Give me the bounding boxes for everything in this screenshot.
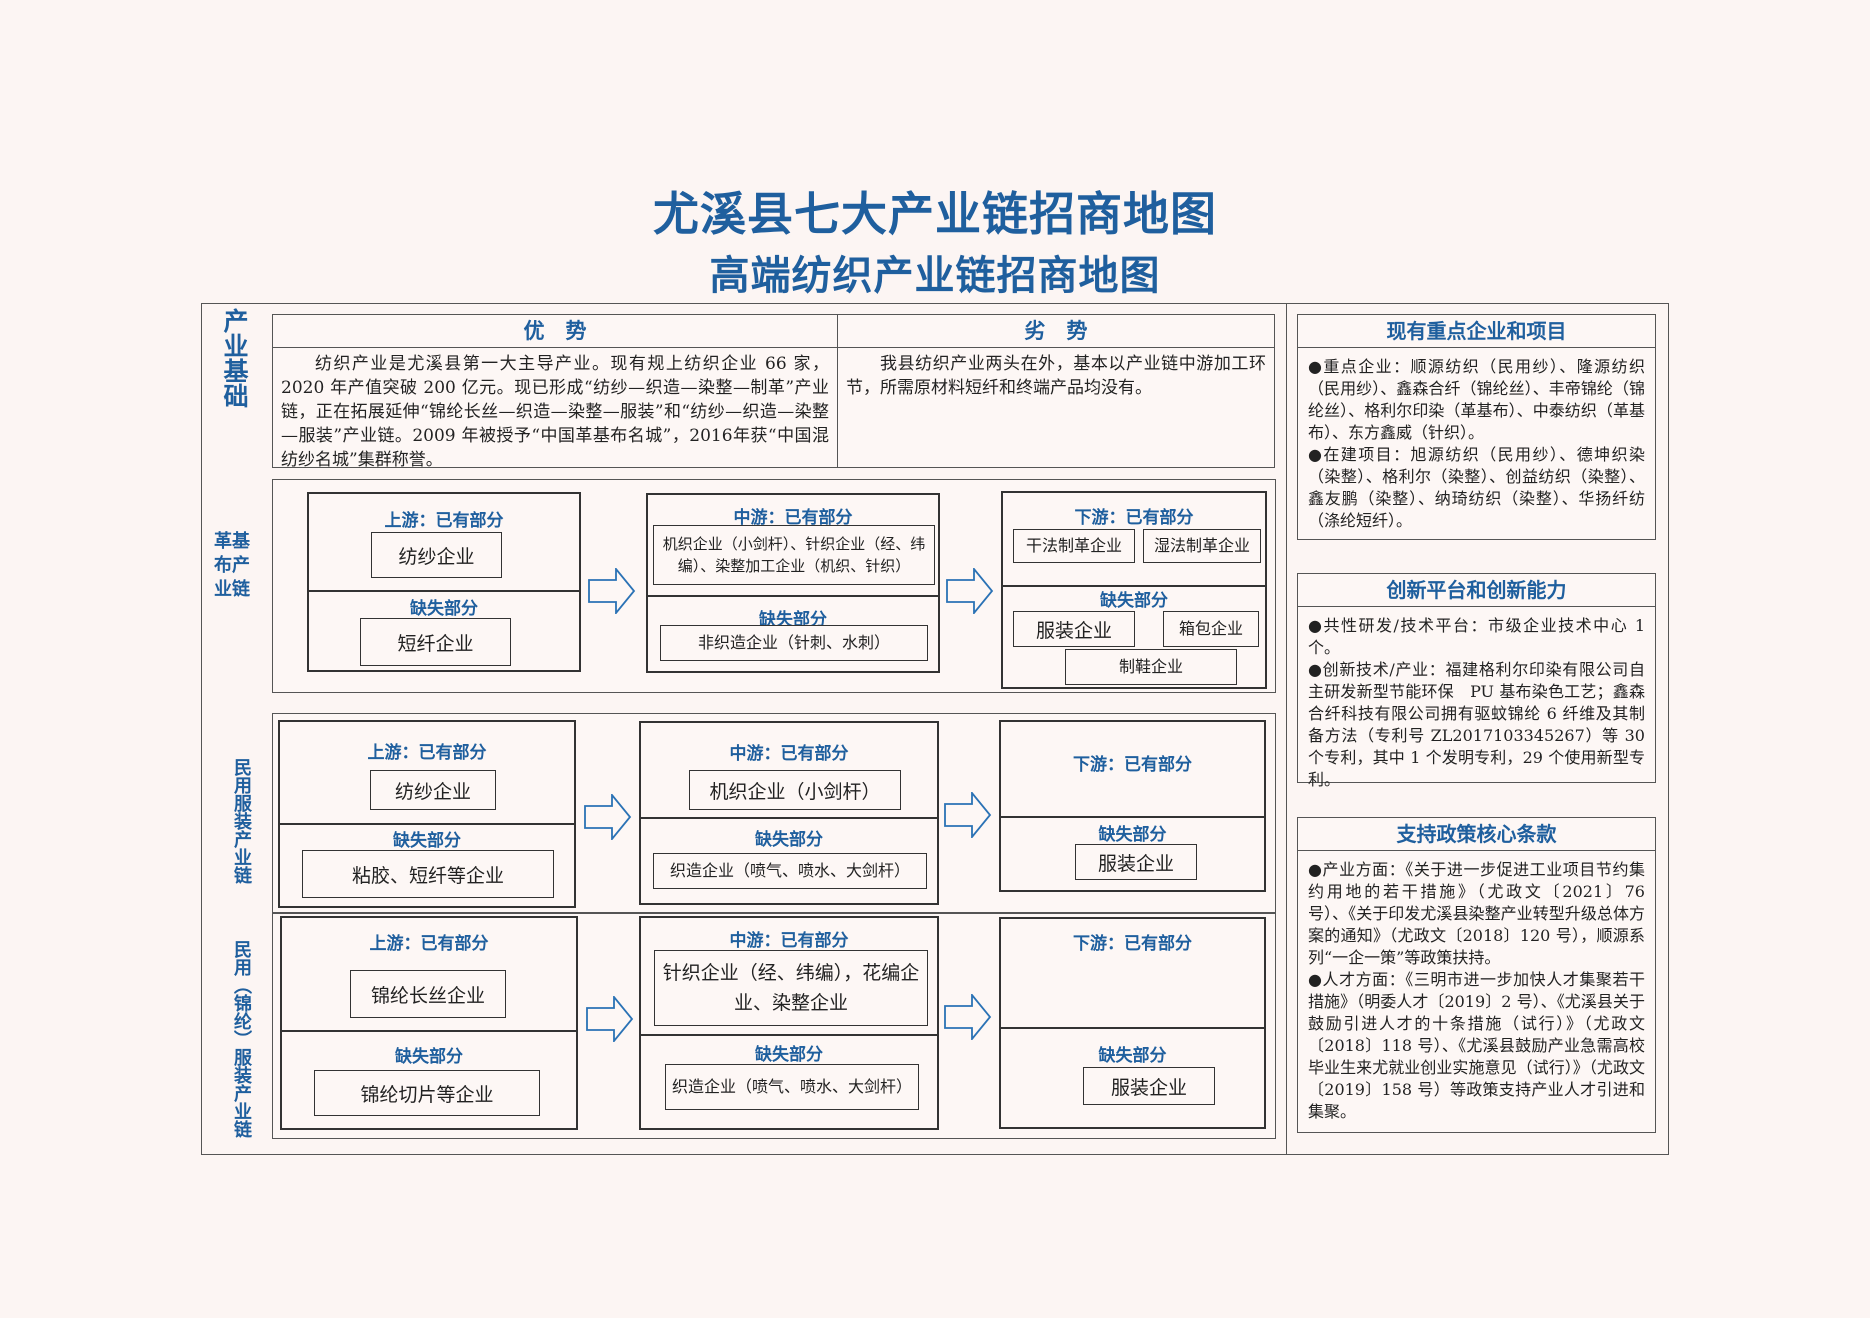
chain-label-1: 革基布产业链 xyxy=(214,531,250,600)
enterprises-header: 现有重点企业和项目 xyxy=(1298,315,1655,348)
chain1-upstream-have-label: 上游：已有部分 xyxy=(384,511,504,531)
chain3-upstream-missing-label: 缺失部分 xyxy=(395,1047,463,1067)
innovation-item-1: ●共性研发/技术平台：市级企业技术中心 1 个。 xyxy=(1308,616,1645,657)
innovation-header: 创新平台和创新能力 xyxy=(1298,574,1655,607)
chain2-midstream-missing-1: 织造企业（喷气、喷水、大剑杆） xyxy=(653,853,927,889)
chain-label-2: 民用服装产业链 xyxy=(231,758,252,884)
chain1-downstream-missing-2: 箱包企业 xyxy=(1163,611,1259,647)
advantage-text: 纺织产业是尤溪县第一大主导产业。现有规上纺织企业 66 家，2020 年产值突破… xyxy=(281,354,829,470)
chain3-upstream-have-label: 上游：已有部分 xyxy=(369,934,489,954)
chain3-midstream-have-1: 针织企业（经、纬编），花编企业、染整企业 xyxy=(654,950,928,1026)
chain1-downstream-divider xyxy=(1003,585,1265,587)
chain3-midstream-have-label: 中游：已有部分 xyxy=(729,931,849,951)
chain1-downstream-missing-1: 服装企业 xyxy=(1013,611,1135,647)
chain3-downstream-missing-label: 缺失部分 xyxy=(1098,1046,1167,1066)
chain2-upstream-have-label: 上游：已有部分 xyxy=(367,743,487,763)
chain2-upstream: 上游：已有部分 纺纱企业 缺失部分 粘胶、短纤等企业 xyxy=(278,720,576,908)
chain2-upstream-missing-label: 缺失部分 xyxy=(393,831,461,851)
chain2-upstream-missing-1: 粘胶、短纤等企业 xyxy=(302,850,554,898)
disadvantage-text: 我县纺织产业两头在外，基本以产业链中游加工环节，所需原材料短纤和终端产品均没有。 xyxy=(846,354,1266,398)
chain1-downstream: 下游：已有部分 干法制革企业 湿法制革企业 缺失部分 服装企业 箱包企业 制鞋企… xyxy=(1001,491,1267,689)
chain3-upstream-divider xyxy=(282,1030,576,1032)
chain1-upstream-have-1: 纺纱企业 xyxy=(371,532,502,578)
chain1-midstream-have-label: 中游：已有部分 xyxy=(733,508,853,528)
chain1-upstream-divider xyxy=(309,590,579,592)
chain2-upstream-have-1: 纺纱企业 xyxy=(370,770,496,810)
chain1-downstream-have-2: 湿法制革企业 xyxy=(1143,529,1261,563)
chain1-midstream: 中游：已有部分 机织企业（小剑杆）、针织企业（经、纬编）、染整加工企业（机织、针… xyxy=(646,493,940,673)
chain1-arrow-1 xyxy=(588,568,636,614)
innovation-item-2: ●创新技术/产业：福建格利尔印染有限公司自主研发新型节能环保 PU 基布染色工艺… xyxy=(1308,660,1645,789)
chain3-downstream: 下游：已有部分 缺失部分 服装企业 xyxy=(999,917,1266,1129)
chain2-downstream-divider xyxy=(1001,816,1264,818)
enterprises-panel: 现有重点企业和项目 ●重点企业：顺源纺织（民用纱）、隆源纺织（民用纱）、鑫森合纤… xyxy=(1297,314,1656,540)
chain1-upstream-missing-1: 短纤企业 xyxy=(360,618,511,666)
chain3-midstream-missing-label: 缺失部分 xyxy=(755,1045,823,1065)
page-title: 尤溪县七大产业链招商地图 xyxy=(653,187,1217,241)
chain1-upstream-missing-label: 缺失部分 xyxy=(410,599,478,619)
innovation-panel: 创新平台和创新能力 ●共性研发/技术平台：市级企业技术中心 1 个。 ●创新技术… xyxy=(1297,573,1656,789)
chain1-downstream-missing-label: 缺失部分 xyxy=(1100,591,1168,611)
chain1-midstream-divider xyxy=(648,595,938,597)
chain2-midstream: 中游：已有部分 机织企业（小剑杆） 缺失部分 织造企业（喷气、喷水、大剑杆） xyxy=(639,721,939,905)
chain2-midstream-have-1: 机织企业（小剑杆） xyxy=(689,770,901,810)
chain2-upstream-divider xyxy=(280,823,574,825)
chain2-downstream-missing-label: 缺失部分 xyxy=(1098,825,1167,845)
chain1-arrow-2 xyxy=(946,568,994,614)
industry-base-label: 产业基础 xyxy=(220,308,249,408)
chain1-downstream-missing-3: 制鞋企业 xyxy=(1065,649,1237,685)
advantage-header: 优 势 xyxy=(273,315,837,348)
chain2-midstream-have-label: 中游：已有部分 xyxy=(729,744,849,764)
chain-label-3: 民用（锦纶）服装产业链 xyxy=(231,940,252,1138)
chain2-midstream-missing-label: 缺失部分 xyxy=(755,830,823,850)
chain3-midstream-missing-1: 织造企业（喷气、喷水、大剑杆） xyxy=(665,1064,919,1110)
chain2-arrow-2 xyxy=(944,792,992,838)
chain3-downstream-divider xyxy=(1001,1027,1264,1029)
chain1-downstream-have-label: 下游：已有部分 xyxy=(1074,508,1194,528)
policy-panel: 支持政策核心条款 ●产业方面：《关于进一步促进工业项目节约集约用地的若干措施》（… xyxy=(1297,817,1656,1133)
policy-header: 支持政策核心条款 xyxy=(1298,818,1655,851)
chain3-upstream-have-1: 锦纶长丝企业 xyxy=(350,970,506,1018)
chain3-downstream-have-label: 下游：已有部分 xyxy=(1073,934,1192,954)
chain1-upstream: 上游：已有部分 纺纱企业 缺失部分 短纤企业 xyxy=(307,492,581,672)
disadvantage-header: 劣 势 xyxy=(838,315,1274,348)
page-subtitle: 高端纺织产业链招商地图 xyxy=(709,252,1161,299)
column-divider xyxy=(1286,303,1287,1155)
chain3-arrow-2 xyxy=(944,994,992,1040)
chain2-downstream: 下游：已有部分 缺失部分 服装企业 xyxy=(999,720,1266,892)
chain1-midstream-missing-1: 非织造企业（针刺、水刺） xyxy=(660,625,928,661)
chain3-arrow-1 xyxy=(586,996,634,1042)
advantage-panel: 优 势 纺织产业是尤溪县第一大主导产业。现有规上纺织企业 66 家，2020 年… xyxy=(272,314,838,470)
policy-item-1: ●产业方面：《关于进一步促进工业项目节约集约用地的若干措施》（尤政文〔2021〕… xyxy=(1308,860,1645,967)
main-frame xyxy=(201,303,1669,1155)
chain2-downstream-have-label: 下游：已有部分 xyxy=(1073,755,1192,775)
chain1-midstream-have-1: 机织企业（小剑杆）、针织企业（经、纬编）、染整加工企业（机织、针织） xyxy=(653,525,935,585)
chain3-upstream: 上游：已有部分 锦纶长丝企业 缺失部分 锦纶切片等企业 xyxy=(280,916,578,1130)
chain3-midstream: 中游：已有部分 针织企业（经、纬编），花编企业、染整企业 缺失部分 织造企业（喷… xyxy=(639,916,939,1130)
chain2-arrow-1 xyxy=(584,794,632,840)
chain2-downstream-missing-1: 服装企业 xyxy=(1075,844,1197,880)
chain3-midstream-divider xyxy=(641,1034,937,1036)
enterprises-item-1: ●重点企业：顺源纺织（民用纱）、隆源纺织（民用纱）、鑫森合纤（锦纶丝）、丰帝锦纶… xyxy=(1308,357,1645,442)
chain2-midstream-divider xyxy=(641,817,937,819)
policy-item-2: ●人才方面：《三明市进一步加快人才集聚若干措施》（明委人才〔2019〕2 号）、… xyxy=(1308,970,1645,1121)
chain3-upstream-missing-1: 锦纶切片等企业 xyxy=(314,1070,540,1116)
chain3-downstream-missing-1: 服装企业 xyxy=(1083,1067,1215,1105)
chain1-downstream-have-1: 干法制革企业 xyxy=(1013,529,1135,563)
enterprises-item-2: ●在建项目：旭源纺织（民用纱）、德坤织染（染整）、格利尔（染整）、创益纺织（染整… xyxy=(1308,445,1645,530)
disadvantage-panel: 劣 势 我县纺织产业两头在外，基本以产业链中游加工环节，所需原材料短纤和终端产品… xyxy=(837,314,1275,468)
